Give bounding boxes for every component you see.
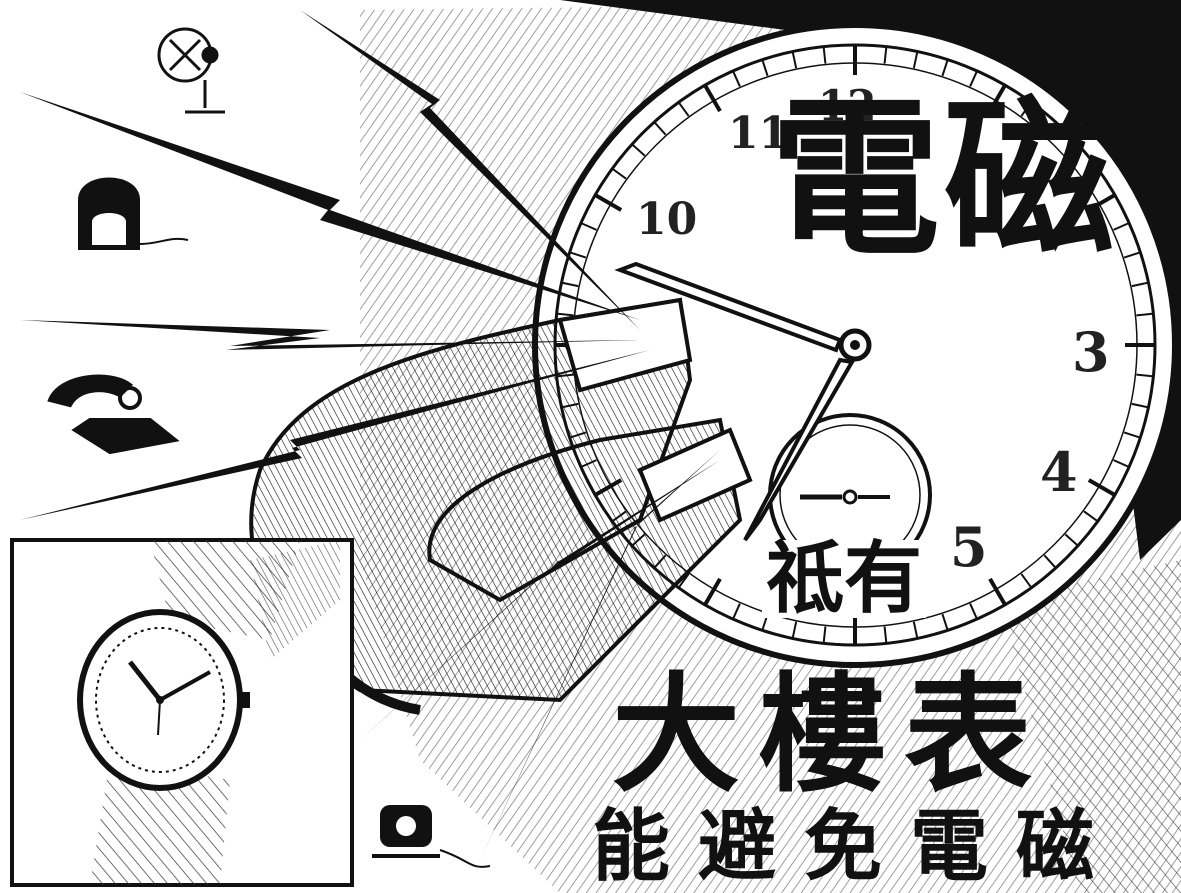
numeral-3: 3 bbox=[1072, 320, 1110, 384]
clock-tick bbox=[1113, 459, 1130, 468]
clock-tick bbox=[1064, 143, 1079, 157]
wristwatch-inset bbox=[10, 538, 354, 887]
clock-tick bbox=[1087, 478, 1116, 497]
numeral-4: 4 bbox=[1040, 440, 1078, 504]
clock-tick bbox=[1136, 373, 1154, 378]
clock-tick bbox=[822, 626, 827, 644]
clock-tick bbox=[653, 121, 667, 136]
clock-tick bbox=[1131, 402, 1149, 409]
clock-tick bbox=[1123, 251, 1141, 259]
clock-tick bbox=[580, 222, 597, 231]
numeral-5: 5 bbox=[950, 515, 988, 579]
clock-tick bbox=[556, 312, 574, 317]
headline-electromagnetic: 電磁 bbox=[770, 81, 1119, 279]
numeral-10: 10 bbox=[636, 194, 698, 245]
clock-tick bbox=[677, 573, 690, 589]
radio-icon bbox=[78, 177, 189, 250]
clock-tick bbox=[569, 251, 587, 259]
clock-tick bbox=[631, 143, 646, 157]
clock-tick bbox=[677, 101, 690, 117]
clock-tick bbox=[1087, 193, 1116, 212]
clock-tick bbox=[761, 59, 769, 77]
clock-tick bbox=[703, 84, 722, 113]
clock-tick bbox=[969, 603, 978, 620]
clock-tick bbox=[561, 281, 579, 288]
clock-tick bbox=[912, 51, 919, 69]
clock-tick bbox=[912, 621, 919, 639]
clock-tick bbox=[1083, 167, 1099, 180]
clock-tick bbox=[1131, 281, 1149, 288]
clock-tick bbox=[941, 59, 949, 77]
clock-tick bbox=[1113, 222, 1130, 231]
clock-tick bbox=[883, 626, 888, 644]
hour-hand bbox=[743, 357, 856, 542]
clock-tick bbox=[594, 193, 623, 212]
headline-only: 祗有 bbox=[762, 540, 927, 618]
clock-tick bbox=[1136, 312, 1154, 317]
clock-tick bbox=[611, 167, 627, 180]
lightning-bolts bbox=[20, 10, 720, 860]
fan-icon bbox=[157, 27, 225, 114]
clock-tick bbox=[732, 70, 741, 87]
clock-tick bbox=[988, 577, 1007, 606]
clock-tick bbox=[1043, 554, 1057, 569]
motor-icon bbox=[372, 805, 491, 868]
clock-tick bbox=[732, 603, 741, 620]
numeral-12: 12 bbox=[818, 81, 877, 130]
clock-tick bbox=[1083, 510, 1099, 523]
clock-tick bbox=[988, 84, 1007, 113]
clock-tick bbox=[703, 577, 722, 606]
clock-ticks bbox=[555, 45, 1155, 645]
clock-tick bbox=[941, 613, 949, 631]
clock-tick bbox=[822, 46, 827, 64]
clock-tick bbox=[1064, 533, 1079, 547]
clock-tick bbox=[1020, 573, 1033, 589]
headline-brand: 大樓表 bbox=[612, 661, 1051, 810]
clock-tick bbox=[883, 46, 888, 64]
clock-tick bbox=[791, 621, 798, 639]
clock-tick bbox=[1043, 121, 1057, 136]
clock-tick bbox=[791, 51, 798, 69]
telephone-icon bbox=[47, 374, 180, 455]
numeral-11: 11 bbox=[728, 108, 790, 159]
clock-tick bbox=[1020, 101, 1033, 117]
headline-slogan: 能避免電磁 bbox=[592, 802, 1123, 892]
clock-tick bbox=[1123, 431, 1141, 439]
clock-tick bbox=[969, 70, 978, 87]
